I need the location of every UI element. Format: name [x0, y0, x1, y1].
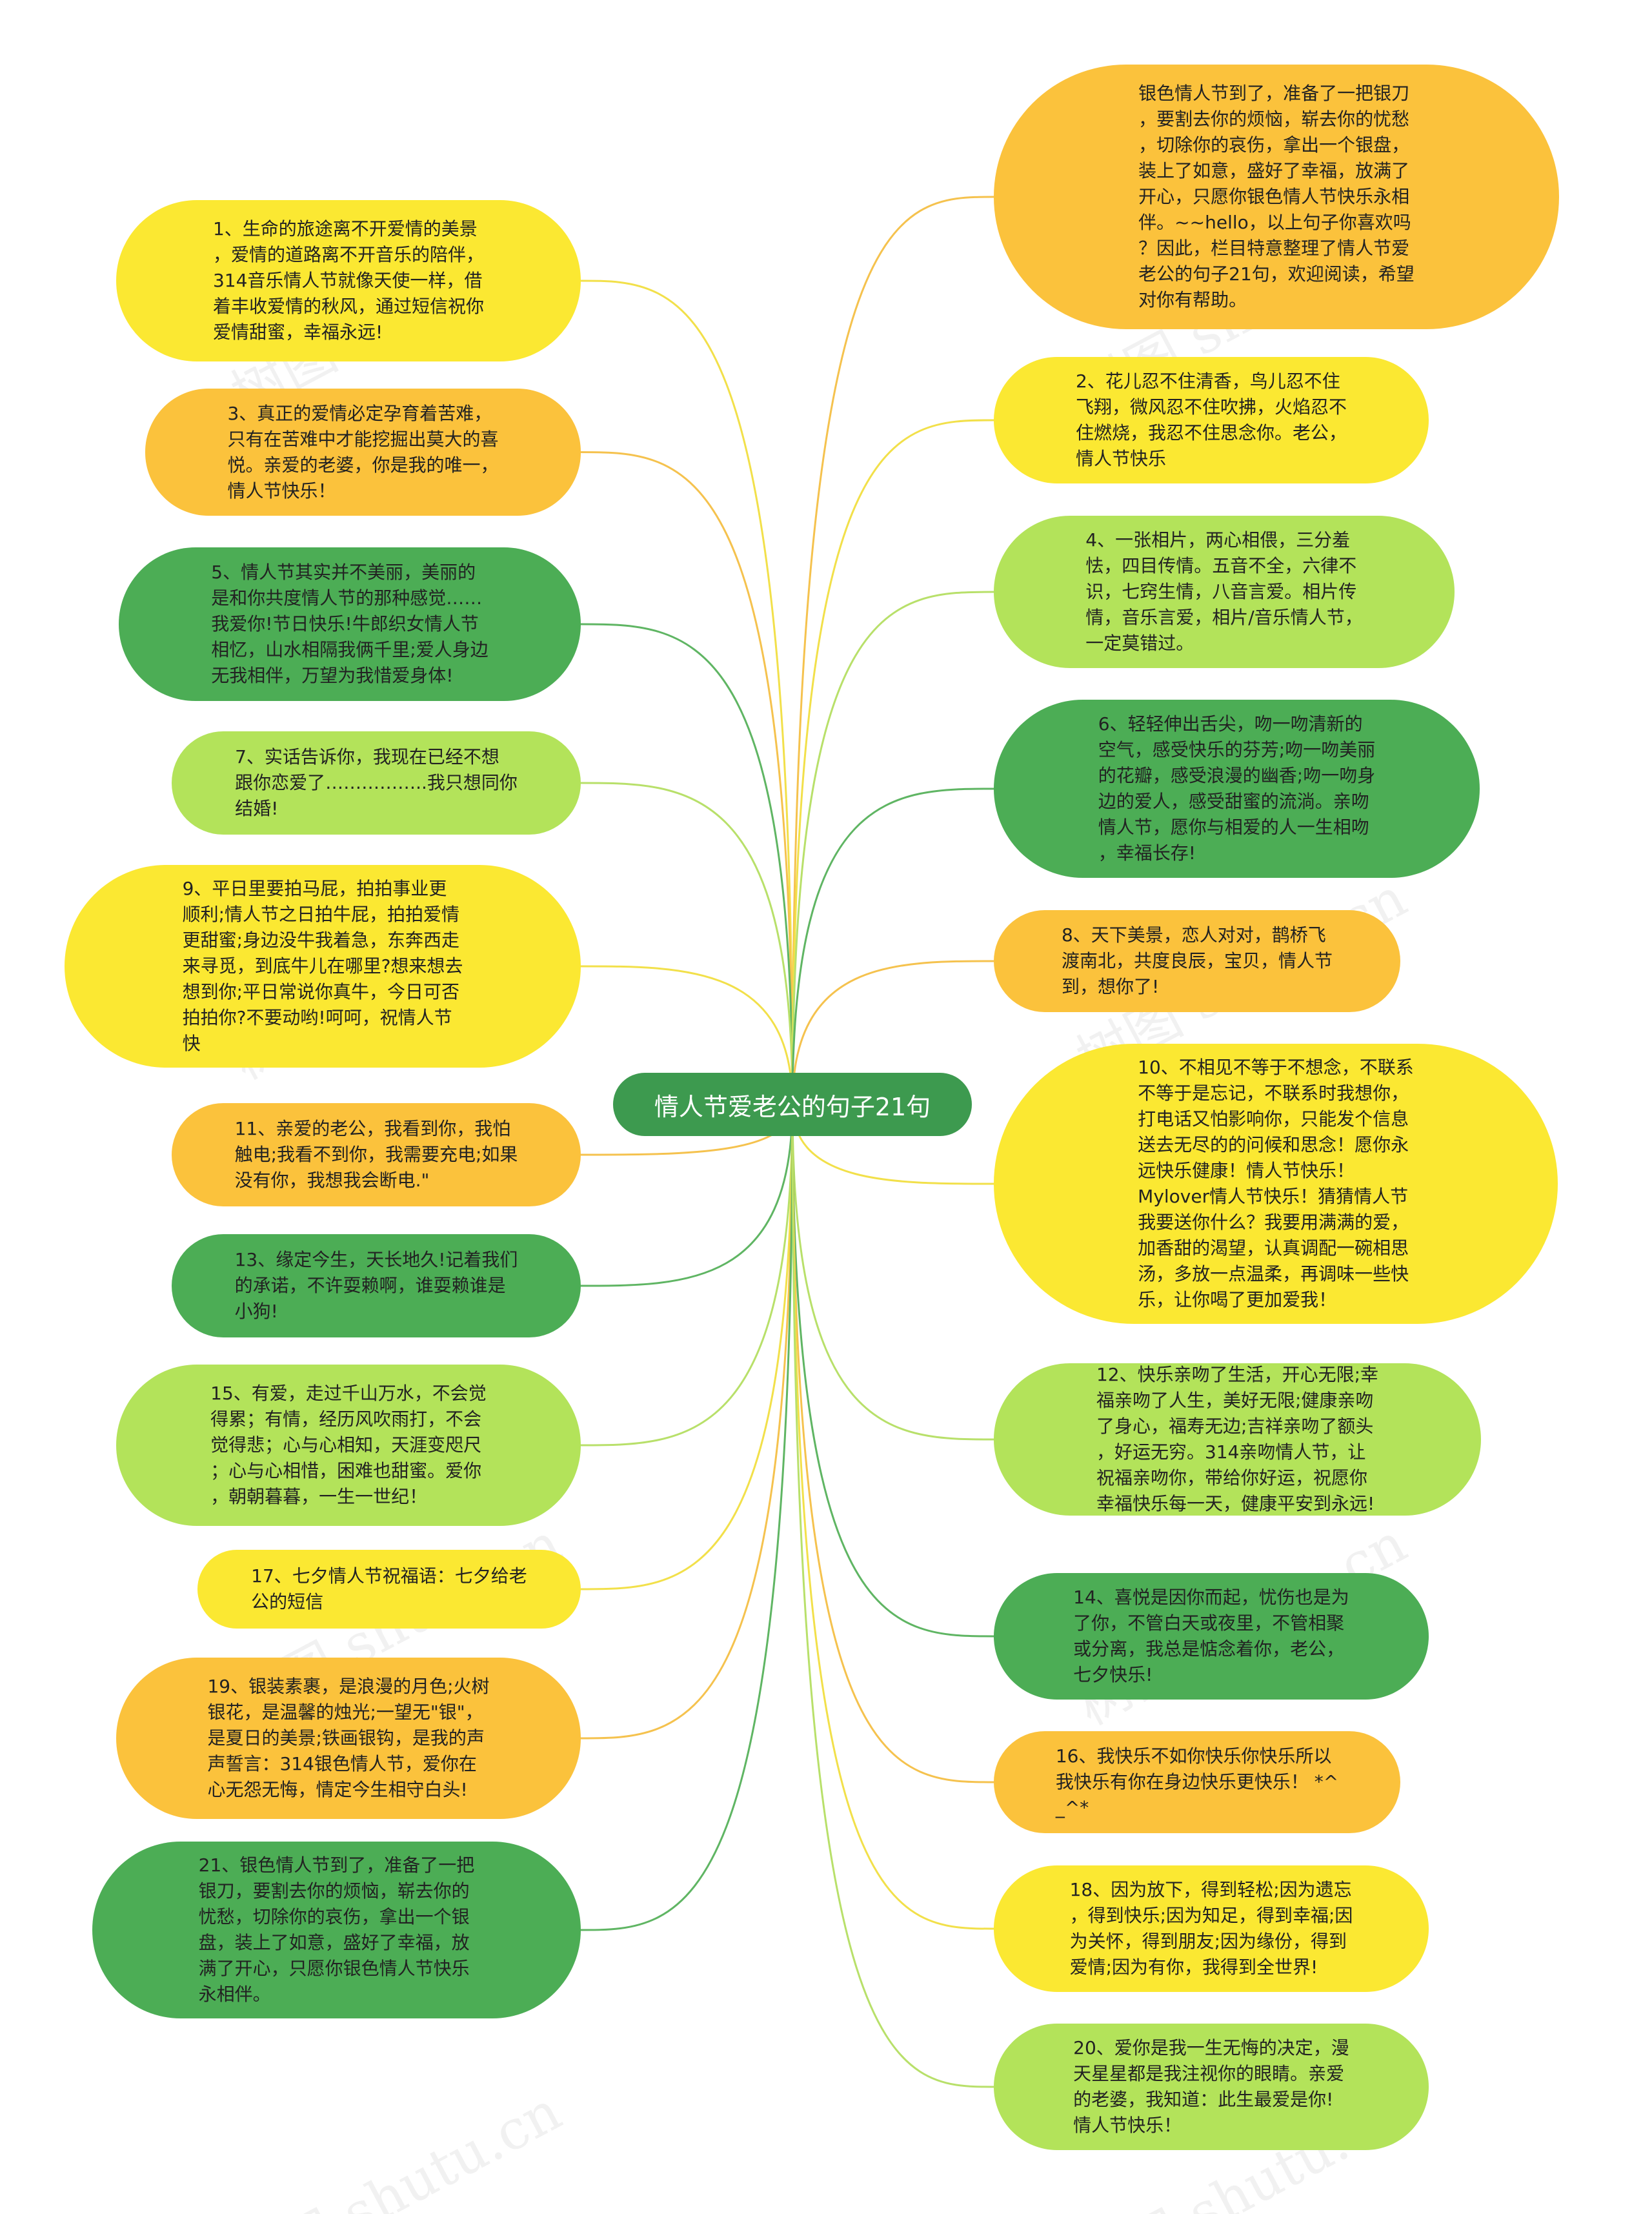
left-connector-11 [580, 1104, 794, 1931]
left-connector-1 [580, 279, 794, 1105]
node-text: 14、喜悦是因你而起，忧伤也是为 了你，不管白天或夜里，不管相聚 或分离，我总是… [1073, 1587, 1349, 1685]
right-connector-4 [791, 787, 994, 1105]
left-node-1[interactable]: 1、生命的旅途离不开爱情的美景 ，爱情的道路离不开音乐的陪伴， 314音乐情人节… [116, 200, 581, 361]
left-node-11[interactable]: 21、银色情人节到了，准备了一把 银刀，要割去你的烦恼，崭去你的 忧愁，切除你的… [92, 1842, 581, 2018]
left-connector-8 [580, 1104, 794, 1447]
node-text: 15、有爱，走过千山万水，不会觉 得累；有情，经历风吹雨打，不会 觉得悲；心与心… [210, 1383, 487, 1507]
left-node-8[interactable]: 15、有爱，走过千山万水，不会觉 得累；有情，经历风吹雨打，不会 觉得悲；心与心… [116, 1365, 581, 1526]
node-text: 5、情人节其实并不美丽，美丽的 是和你共度情人节的那种感觉…… 我爱你!节日快乐… [211, 562, 489, 686]
node-text: 10、不相见不等于不想念，不联系 不等于是忘记，不联系时我想你， 打电话又怕影响… [1138, 1057, 1414, 1310]
right-connector-9 [791, 1104, 994, 1783]
left-node-5[interactable]: 9、平日里要拍马屁，拍拍事业更 顺利;情人节之日拍牛屁，拍拍爱情 更甜蜜;身边没… [65, 865, 581, 1068]
node-text: 6、轻轻伸出舌尖，吻一吻清新的 空气，感受快乐的芬芳;吻一吻美丽 的花瓣，感受浪… [1098, 713, 1376, 864]
right-node-4[interactable]: 6、轻轻伸出舌尖，吻一吻清新的 空气，感受快乐的芬芳;吻一吻美丽 的花瓣，感受浪… [994, 700, 1480, 878]
right-node-8[interactable]: 14、喜悦是因你而起，忧伤也是为 了你，不管白天或夜里，不管相聚 或分离，我总是… [994, 1573, 1429, 1700]
right-connector-5 [791, 960, 994, 1105]
root-topic[interactable]: 情人节爱老公的句子21句 [613, 1073, 972, 1136]
node-text: 19、银装素裹，是浪漫的月色;火树 银花，是温馨的烛光;一望无"银"， 是夏日的… [207, 1676, 490, 1800]
right-connector-2 [791, 419, 994, 1105]
left-connector-3 [580, 623, 794, 1105]
node-text: 12、快乐亲吻了生活，开心无限;幸 福亲吻了人生，美好无限;健康亲吻 了身心，福… [1096, 1364, 1379, 1514]
node-text: 18、因为放下，得到轻松;因为遗忘 ，得到快乐;因为知足，得到幸福;因 为关怀，… [1069, 1879, 1353, 1978]
node-text: 9、平日里要拍马屁，拍拍事业更 顺利;情人节之日拍牛屁，拍拍爱情 更甜蜜;身边没… [182, 878, 463, 1054]
node-text: 16、我快乐不如你快乐你快乐所以 我快乐有你在身边快乐更快乐！ *^ _^* [1055, 1745, 1339, 1818]
right-node-3[interactable]: 4、一张相片，两心相偎，三分羞 怯，四目传情。五音不全，六律不 识，七窍生情，八… [994, 516, 1455, 668]
right-node-10[interactable]: 18、因为放下，得到轻松;因为遗忘 ，得到快乐;因为知足，得到幸福;因 为关怀，… [994, 1865, 1429, 1992]
node-text: 1、生命的旅途离不开爱情的美景 ，爱情的道路离不开音乐的陪伴， 314音乐情人节… [212, 218, 484, 343]
left-node-7[interactable]: 13、缘定今生，天长地久!记着我们 的承诺，不许耍赖啊，谁耍赖谁是 小狗! [172, 1234, 581, 1337]
left-node-4[interactable]: 7、实话告诉你，我现在已经不想 跟你恋爱了……………..我只想同你 结婚! [172, 731, 581, 835]
right-node-6[interactable]: 10、不相见不等于不想念，不联系 不等于是忘记，不联系时我想你， 打电话又怕影响… [994, 1044, 1558, 1324]
right-node-5[interactable]: 8、天下美景，恋人对对，鹊桥飞 渡南北，共度良辰，宝贝，情人节 到，想你了! [994, 910, 1400, 1012]
left-connector-4 [580, 782, 794, 1105]
right-node-11[interactable]: 20、爱你是我一生无悔的决定，漫 天星星都是我注视你的眼睛。亲爱 的老婆，我知道… [994, 2024, 1429, 2150]
node-text: 3、真正的爱情必定孕育着苦难， 只有在苦难中才能挖掘出莫大的喜 悦。亲爱的老婆，… [227, 402, 499, 502]
node-text: 13、缘定今生，天长地久!记着我们 的承诺，不许耍赖啊，谁耍赖谁是 小狗! [234, 1249, 518, 1322]
left-connector-9 [580, 1104, 794, 1590]
root-topic-label: 情人节爱老公的句子21句 [654, 1092, 931, 1121]
node-text: 银色情人节到了，准备了一把银刀 ，要割去你的烦恼，崭去你的忧愁 ，切除你的哀伤，… [1138, 83, 1415, 310]
left-connector-5 [580, 965, 794, 1105]
right-node-1[interactable]: 银色情人节到了，准备了一把银刀 ，要割去你的烦恼，崭去你的忧愁 ，切除你的哀伤，… [994, 65, 1559, 329]
right-connector-8 [791, 1104, 994, 1638]
node-text: 7、实话告诉你，我现在已经不想 跟你恋爱了……………..我只想同你 结婚! [235, 746, 518, 819]
right-node-9[interactable]: 16、我快乐不如你快乐你快乐所以 我快乐有你在身边快乐更快乐！ *^ _^* [994, 1731, 1400, 1833]
node-text: 2、花儿忍不住清香，鸟儿忍不住 飞翔，微风忍不住吹拂，火焰忍不 住燃烧，我忍不住… [1075, 371, 1347, 469]
right-connector-1 [791, 196, 994, 1105]
node-text: 17、七夕情人节祝福语：七夕给老 公的短信 [251, 1565, 527, 1612]
left-node-9[interactable]: 17、七夕情人节祝福语：七夕给老 公的短信 [197, 1550, 581, 1629]
right-connector-11 [791, 1104, 994, 2088]
left-node-2[interactable]: 3、真正的爱情必定孕育着苦难， 只有在苦难中才能挖掘出莫大的喜 悦。亲爱的老婆，… [145, 389, 581, 516]
node-text: 21、银色情人节到了，准备了一把 银刀，要割去你的烦恼，崭去你的 忧愁，切除你的… [198, 1854, 475, 2005]
right-node-7[interactable]: 12、快乐亲吻了生活，开心无限;幸 福亲吻了人生，美好无限;健康亲吻 了身心，福… [994, 1363, 1481, 1516]
left-connector-2 [580, 451, 794, 1105]
right-node-2[interactable]: 2、花儿忍不住清香，鸟儿忍不住 飞翔，微风忍不住吹拂，火焰忍不 住燃烧，我忍不住… [994, 357, 1429, 483]
node-text: 11、亲爱的老公，我看到你，我怕 触电;我看不到你，我需要充电;如果 没有你，我… [234, 1118, 518, 1191]
node-text: 4、一张相片，两心相偎，三分羞 怯，四目传情。五音不全，六律不 识，七窍生情，八… [1085, 529, 1363, 654]
left-connector-10 [580, 1104, 794, 1740]
node-text: 8、天下美景，恋人对对，鹊桥飞 渡南北，共度良辰，宝贝，情人节 到，想你了! [1061, 924, 1333, 997]
right-connector-7 [791, 1104, 994, 1441]
left-connector-7 [580, 1104, 794, 1287]
left-node-3[interactable]: 5、情人节其实并不美丽，美丽的 是和你共度情人节的那种感觉…… 我爱你!节日快乐… [119, 547, 581, 701]
node-text: 20、爱你是我一生无悔的决定，漫 天星星都是我注视你的眼睛。亲爱 的老婆，我知道… [1073, 2037, 1349, 2136]
left-node-10[interactable]: 19、银装素裹，是浪漫的月色;火树 银花，是温馨的烛光;一望无"银"， 是夏日的… [116, 1658, 581, 1819]
right-connector-3 [791, 591, 994, 1105]
right-connector-10 [791, 1104, 994, 1930]
left-node-6[interactable]: 11、亲爱的老公，我看到你，我怕 触电;我看不到你，我需要充电;如果 没有你，我… [172, 1103, 581, 1206]
